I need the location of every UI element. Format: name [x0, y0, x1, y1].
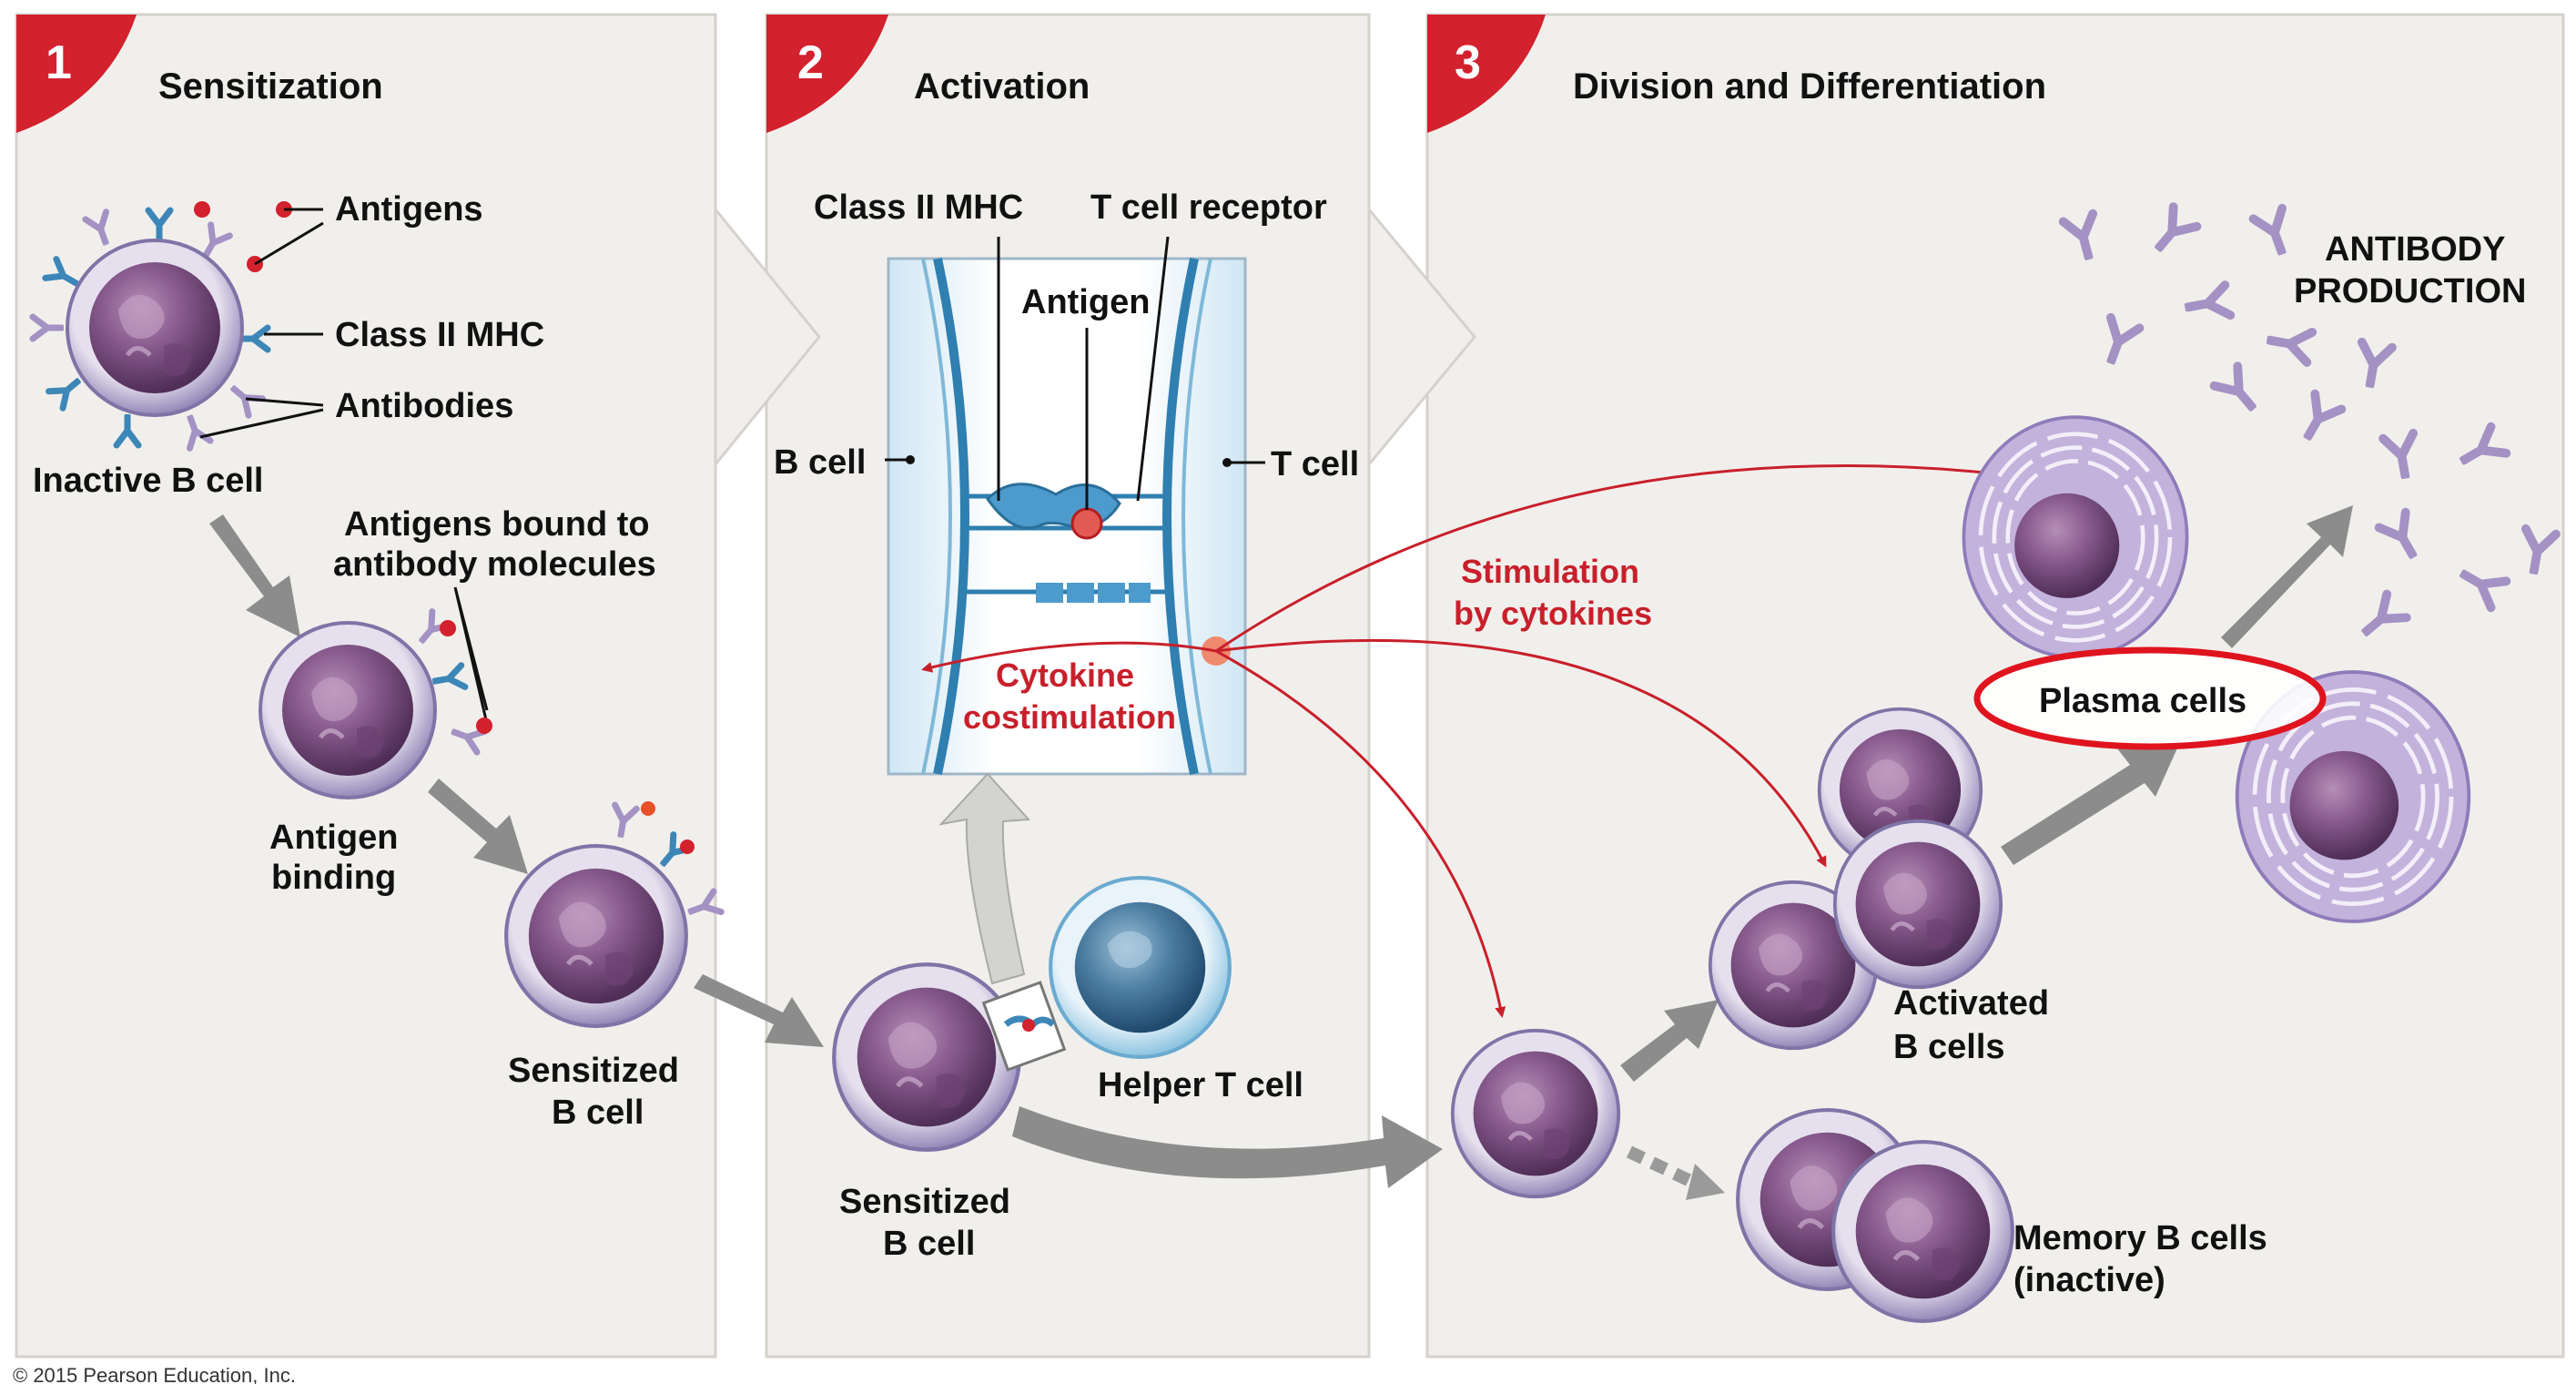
- label-antigens-bound: antibody molecules: [333, 545, 656, 584]
- label-inset-t-cell-receptor: T cell receptor: [1090, 188, 1327, 227]
- label-stimulation: by cytokines: [1454, 595, 1652, 632]
- label-antigens-bound: Antigens bound to: [344, 505, 650, 544]
- panel-chevron: [714, 205, 821, 469]
- process-arrow: [1012, 1106, 1443, 1188]
- panel-title: Activation: [914, 66, 1090, 107]
- sensitized-b-cell: [506, 801, 721, 1026]
- panel-badge: [766, 15, 888, 133]
- label-antibody-production: ANTIBODY: [2325, 230, 2505, 269]
- label-inset-t-cell: T cell: [1271, 445, 1359, 483]
- label-sensitized-b-cell: Sensitized: [839, 1183, 1010, 1221]
- label-memory-b-cells: Memory B cells: [2013, 1219, 2267, 1257]
- copyright: © 2015 Pearson Education, Inc.: [13, 1364, 296, 1384]
- label-inactive-b-cell: Inactive B cell: [33, 462, 263, 500]
- cytokine-arrows: [921, 464, 1996, 1018]
- label-plasma-cells: Plasma cells: [2039, 682, 2246, 720]
- plasma-cells-highlight: [1973, 646, 2327, 750]
- process-arrow: [2221, 505, 2353, 648]
- leader-dot: [1222, 458, 1232, 467]
- leader-line: [453, 586, 489, 725]
- label-sensitized-b-cell: Sensitized: [508, 1052, 679, 1090]
- label-cytokine: Cytokine: [996, 656, 1134, 694]
- panel-chevron: [1367, 205, 1476, 469]
- label-inset-antigen: Antigen: [1021, 283, 1150, 321]
- panel-sensitization: 1 Sensitization: [15, 13, 717, 1359]
- panel-badge: [16, 15, 137, 133]
- label-memory-b-cells: (inactive): [2013, 1261, 2165, 1299]
- label-antibody-production: PRODUCTION: [2294, 272, 2526, 310]
- leader-line: [199, 397, 324, 439]
- antigen-dot: [194, 201, 210, 218]
- panel-number: 3: [1455, 36, 1481, 89]
- label-cytokine: costimulation: [963, 698, 1176, 736]
- label-antigen-binding: Antigen: [269, 819, 398, 857]
- label-activated-b-cells: B cells: [1893, 1028, 2005, 1066]
- leader-dot: [906, 455, 915, 464]
- process-arrow: [1620, 1000, 1719, 1082]
- label-helper-t-cell: Helper T cell: [1098, 1066, 1303, 1104]
- sensitized-b-cell-panel2: [834, 964, 1019, 1150]
- synapse-inset: [887, 236, 1247, 776]
- label-antigen-binding: binding: [271, 859, 396, 897]
- process-arrow: [209, 514, 300, 637]
- process-arrow: [428, 778, 528, 874]
- dividing-b-cell: [1453, 1031, 1618, 1196]
- process-arrow: [938, 772, 1031, 985]
- helper-t-cell: [1050, 878, 1230, 1057]
- panel-title: Division and Differentiation: [1573, 66, 2046, 107]
- process-arrow: [2001, 742, 2180, 865]
- label-inset-b-cell: B cell: [774, 443, 866, 482]
- label-activated-b-cells: Activated: [1893, 984, 2049, 1023]
- label-stimulation: Stimulation: [1461, 553, 1639, 590]
- label-sensitized-b-cell: B cell: [883, 1225, 975, 1263]
- panel-badge: [1427, 15, 1546, 133]
- panel-number: 2: [797, 36, 824, 89]
- panel-number: 1: [46, 36, 72, 89]
- label-sensitized-b-cell: B cell: [552, 1094, 644, 1132]
- contact-antigen: [1022, 1019, 1035, 1032]
- label-antibodies: Antibodies: [335, 387, 513, 425]
- dashed-arrow: [1627, 1145, 1725, 1200]
- leader-line: [254, 208, 324, 266]
- label-antigens: Antigens: [335, 190, 483, 229]
- label-inset-class-ii-mhc: Class II MHC: [814, 188, 1023, 227]
- antigen-binding-cell: [260, 612, 492, 798]
- process-arrow: [694, 974, 824, 1047]
- panel-title: Sensitization: [158, 66, 383, 107]
- label-class-ii-mhc: Class II MHC: [335, 316, 544, 354]
